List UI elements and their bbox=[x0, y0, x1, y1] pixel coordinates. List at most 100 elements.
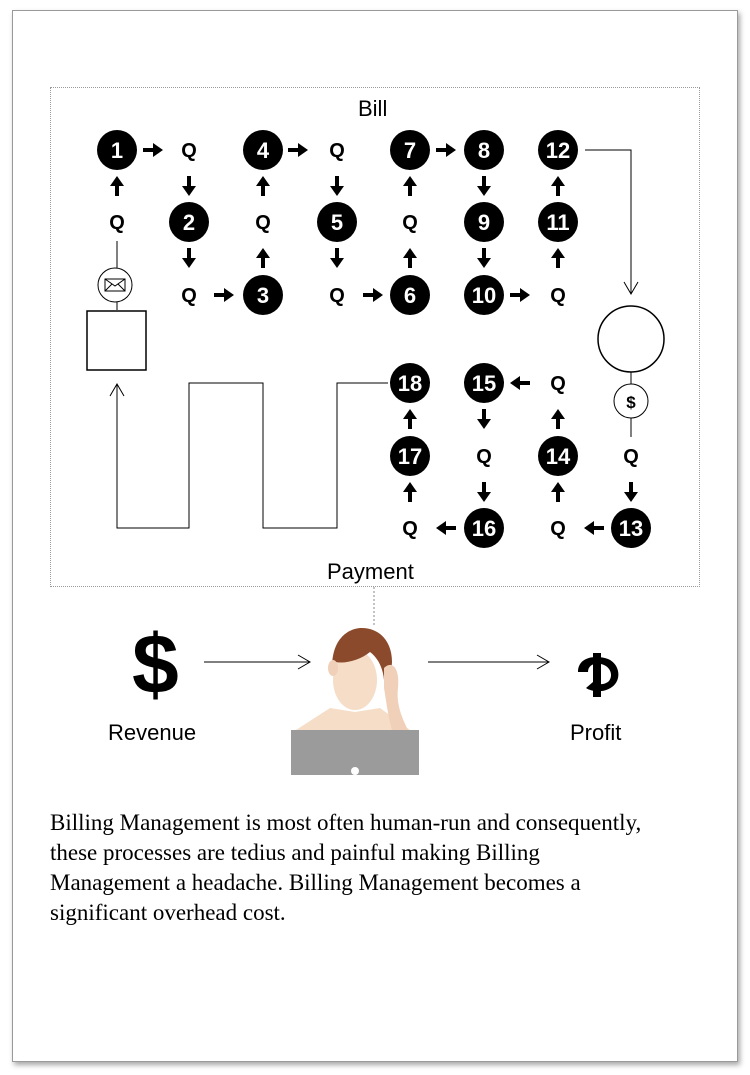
arrow-shaft bbox=[482, 176, 486, 187]
envelope-circle bbox=[97, 267, 133, 303]
person-face bbox=[333, 650, 377, 710]
inbox-square bbox=[86, 310, 147, 371]
arrow-shaft bbox=[115, 185, 119, 196]
flow-arrow bbox=[110, 176, 124, 196]
node-circle bbox=[97, 130, 137, 170]
process-node-2: 2 bbox=[169, 202, 209, 242]
arrow-shaft bbox=[214, 293, 225, 297]
node-number: 3 bbox=[257, 283, 269, 308]
arrow-head bbox=[477, 186, 491, 196]
arrow-head bbox=[477, 258, 491, 268]
envelope-flap bbox=[104, 278, 126, 287]
arrow-shaft bbox=[408, 257, 412, 268]
diagram-extras: $ bbox=[86, 267, 665, 775]
flow-arrow bbox=[510, 288, 530, 302]
arrow-head bbox=[373, 288, 383, 302]
node-number: 15 bbox=[472, 371, 496, 396]
queue-label: Q bbox=[109, 212, 125, 234]
flow-arrow bbox=[330, 176, 344, 196]
flow-arrow bbox=[403, 409, 417, 429]
arrow-head bbox=[330, 186, 344, 196]
flow-arrow bbox=[510, 376, 530, 390]
queue-label: Q bbox=[402, 518, 418, 540]
node-number: 10 bbox=[472, 283, 496, 308]
arrow-shaft bbox=[187, 248, 191, 259]
arrow-head bbox=[436, 521, 446, 535]
coin-circle bbox=[613, 383, 649, 419]
arrow-head bbox=[403, 482, 417, 492]
arrow-shaft bbox=[482, 248, 486, 259]
arrow-shaft bbox=[436, 148, 447, 152]
caption-text: Billing Management is most often human-r… bbox=[50, 810, 642, 925]
node-circle bbox=[464, 508, 504, 548]
queue-label: Q bbox=[181, 285, 197, 307]
flow-arrow bbox=[551, 176, 565, 196]
queue-label: Q bbox=[550, 518, 566, 540]
node-number: 6 bbox=[404, 283, 416, 308]
arrow-shaft bbox=[335, 248, 339, 259]
process-node-9: 9 bbox=[464, 202, 504, 242]
node-circle bbox=[464, 202, 504, 242]
process-node-17: 17 bbox=[390, 436, 430, 476]
node-number: 13 bbox=[619, 516, 643, 541]
arrow-head bbox=[520, 288, 530, 302]
arrow-head bbox=[551, 176, 565, 186]
collection-circle bbox=[597, 305, 665, 373]
node-circle bbox=[464, 363, 504, 403]
arrow-shaft bbox=[143, 148, 154, 152]
profit-label: Profit bbox=[570, 720, 622, 745]
envelope-icon bbox=[97, 267, 133, 303]
flow-arrows bbox=[110, 143, 638, 535]
process-node-8: 8 bbox=[464, 130, 504, 170]
flow-arrow bbox=[143, 143, 163, 157]
flow-arrow bbox=[256, 176, 270, 196]
arrow-head bbox=[403, 248, 417, 258]
node-number: 5 bbox=[331, 210, 343, 235]
arrow-head bbox=[551, 409, 565, 419]
node-circle bbox=[317, 202, 357, 242]
process-node-16: 16 bbox=[464, 508, 504, 548]
process-node-13: 13 bbox=[611, 508, 651, 548]
node-number: 16 bbox=[472, 516, 496, 541]
flow-arrow bbox=[330, 248, 344, 268]
node-circle bbox=[169, 202, 209, 242]
node-number: 7 bbox=[404, 138, 416, 163]
arrow-shaft bbox=[556, 491, 560, 502]
arrow-head bbox=[477, 419, 491, 429]
flow-arrow bbox=[551, 409, 565, 429]
queue-label: Q bbox=[329, 140, 345, 162]
flow-arrow bbox=[477, 248, 491, 268]
queue-label: Q bbox=[329, 285, 345, 307]
arrow-shaft bbox=[482, 482, 486, 493]
revenue-label: Revenue bbox=[108, 720, 197, 745]
queue-label: Q bbox=[181, 140, 197, 162]
arrow-shaft bbox=[519, 381, 530, 385]
stressed-person-icon bbox=[291, 627, 419, 775]
node-circle bbox=[538, 130, 578, 170]
arrow-head bbox=[110, 176, 124, 186]
arrow-head bbox=[298, 143, 308, 157]
node-circle bbox=[611, 508, 651, 548]
node-circle bbox=[538, 202, 578, 242]
node-number: 14 bbox=[546, 444, 571, 469]
arrow-shaft bbox=[408, 418, 412, 429]
coin-symbol: $ bbox=[626, 393, 636, 412]
arrow-head bbox=[510, 376, 520, 390]
process-node-1: 1 bbox=[97, 130, 137, 170]
flow-arrow bbox=[436, 143, 456, 157]
arrow-shaft bbox=[408, 491, 412, 502]
arrow-head bbox=[330, 258, 344, 268]
process-node-5: 5 bbox=[317, 202, 357, 242]
node-number: 1 bbox=[111, 138, 123, 163]
arrow-shaft bbox=[556, 257, 560, 268]
node-circle bbox=[243, 275, 283, 315]
arrow-head bbox=[477, 492, 491, 502]
process-node-14: 14 bbox=[538, 436, 578, 476]
connector-12-to-circle bbox=[585, 149, 639, 295]
flow-arrow bbox=[551, 482, 565, 502]
node-circle bbox=[464, 275, 504, 315]
arrow-shaft bbox=[593, 526, 604, 530]
node-number: 4 bbox=[257, 138, 270, 163]
process-node-3: 3 bbox=[243, 275, 283, 315]
payment-label: Payment bbox=[327, 559, 414, 584]
